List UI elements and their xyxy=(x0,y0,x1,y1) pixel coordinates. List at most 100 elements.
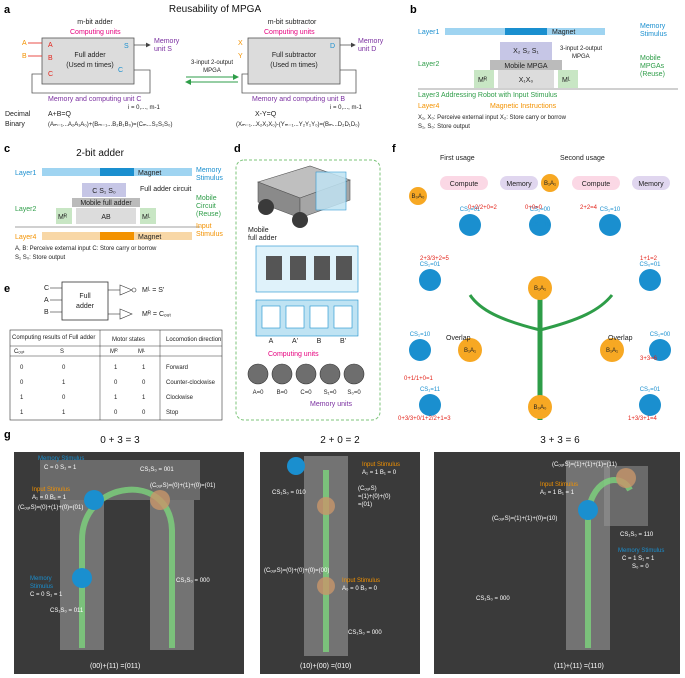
panel-a: a Reusability of MPGA m-bit adder Comput… xyxy=(4,4,384,128)
panel-c: c 2-bit adder Layer1 Magnet Memory Stimu… xyxy=(4,143,223,261)
sub-memory-bottom: Memory and computing unit B xyxy=(252,96,345,103)
d-slot xyxy=(333,305,353,329)
g2-eq1: (CₒᵤₜS) xyxy=(358,486,377,492)
d-mag4 xyxy=(336,256,352,280)
e-fa-box xyxy=(61,281,109,321)
f-red-6: 0+1/1+0=1 xyxy=(404,376,434,382)
d-cube xyxy=(315,171,347,211)
adder-memory2: unit S xyxy=(154,46,172,53)
d-unit-label: S₁=0 xyxy=(324,390,338,396)
g1-inp: Input Stimulus xyxy=(32,487,70,493)
b-memory-stim2: Stimulus xyxy=(640,31,667,38)
g1-memory-disk xyxy=(84,490,104,510)
sub-in-x: X xyxy=(238,40,243,47)
g1-mem2: Memory xyxy=(30,576,52,582)
g3-memory-disk xyxy=(578,500,598,520)
b-magnet xyxy=(505,28,547,35)
g1-inpb: A₁ = 0 B₁ = 1 xyxy=(32,495,67,501)
d-mag3 xyxy=(314,256,330,280)
b-note2: S₁, S₀: Store output xyxy=(418,124,470,130)
sub-decimal: X-Y=Q xyxy=(255,111,277,118)
g1-mem2b: Stimulus xyxy=(30,584,53,590)
panel-a-letter: a xyxy=(4,4,11,16)
adder-port-c: C xyxy=(48,71,53,78)
e-cell: 0 xyxy=(20,380,24,386)
e-cell: 0 xyxy=(114,380,118,386)
f-node-b1a1-center xyxy=(528,276,552,300)
sub-computing-label: Computing units xyxy=(264,29,315,36)
full-adder-box xyxy=(41,37,135,85)
b-mobile-mpga-label: Mobile MPGA xyxy=(504,63,548,70)
g1-mem2c: C = 0 S₁ = 1 xyxy=(30,592,63,598)
c-layer4: Layer4 xyxy=(15,234,37,241)
e-fa-label2: adder xyxy=(76,303,95,310)
d-slot-label: B xyxy=(317,338,322,345)
e-cell: 1 xyxy=(62,380,66,386)
adder-port-a: A xyxy=(48,42,53,49)
adder-index: i = 0,..., m-1 xyxy=(128,105,161,111)
f-first-usage: First usage xyxy=(440,155,475,162)
f-red-1: 0+2/2+0=2 xyxy=(468,205,498,211)
d-wheel-left xyxy=(258,199,274,215)
e-not-gate xyxy=(119,284,133,296)
panel-e-letter: e xyxy=(4,283,10,295)
e-cin: C xyxy=(44,285,49,292)
sub-heading: m-bit subtractor xyxy=(268,19,317,26)
f-memory-circle xyxy=(419,269,441,291)
d-slot xyxy=(261,305,281,329)
d-slot-label: B' xyxy=(340,338,346,345)
e-cell: Stop xyxy=(166,410,179,416)
b-mobile-right: Mobile xyxy=(640,55,661,62)
c-ml-label: Mᴸ xyxy=(142,214,151,221)
f-red-3: 2+3/3+2=5 xyxy=(420,256,450,262)
e-fa-label1: Full xyxy=(79,293,91,300)
f-node-left-label: B₁A₁ xyxy=(464,348,476,354)
f-memory-1-label: Memory xyxy=(506,181,532,188)
c-mobile-fa xyxy=(72,198,140,207)
f-memory-circle xyxy=(529,214,551,236)
e-cell: 0 xyxy=(20,365,24,371)
d-unit-circle xyxy=(247,363,269,385)
b-layer1: Layer1 xyxy=(418,29,440,36)
c-memory2: Stimulus xyxy=(196,175,223,182)
f-node-b0a0-bottom xyxy=(528,395,552,419)
b-ml-label: Mᴸ xyxy=(562,77,571,84)
g2-eq1c: =(01) xyxy=(358,502,372,508)
g1-memory-disk2 xyxy=(72,568,92,588)
full-adder-sub: (Used m times) xyxy=(66,62,113,69)
d-mobile-fa: Mobile xyxy=(248,227,269,234)
f-node-bottom-label: B₀A₀ xyxy=(534,405,547,411)
f-node-b0a0-top-label: B₀A₀ xyxy=(412,194,425,200)
d-wheel-right xyxy=(292,212,308,228)
f-node-b1a1-top xyxy=(541,174,559,192)
c-mr-label: Mᴿ xyxy=(58,214,68,221)
e-cell: Counter-clockwise xyxy=(166,380,216,386)
g3-mem: Memory Stimulus xyxy=(618,548,664,554)
c-mobile: Mobile xyxy=(196,195,217,202)
e-mr-eq: Mᴿ = Cₒᵤₜ xyxy=(142,311,171,318)
b-magnetic: Magnetic Instructions xyxy=(490,103,557,110)
e-cell: 0 xyxy=(142,380,146,386)
g1-cs1: CS₁S₀ = 001 xyxy=(140,467,174,473)
b-note1: X₁, X₀: Perceive external input X₂: Stor… xyxy=(418,115,567,121)
e-header-2: Locomotion direction xyxy=(166,337,221,343)
g1-foot: (00)+(11) =(011) xyxy=(90,663,140,670)
panel-g-letter: g xyxy=(4,429,11,441)
c-title: 2-bit adder xyxy=(76,148,124,159)
c-layer2: Layer2 xyxy=(15,206,37,213)
f-red-2: 2+2=4 xyxy=(580,205,598,211)
f-red-8: 1+3/3+1=4 xyxy=(628,416,658,422)
b-mr xyxy=(474,70,494,88)
f-node-b1a1-top-label: B₁A₁ xyxy=(544,181,556,187)
adder-port-b: B xyxy=(48,55,53,62)
e-sub-cout: Cₒᵤₜ xyxy=(14,349,25,355)
e-cell: 1 xyxy=(142,395,146,401)
f-compute-2-label: Compute xyxy=(582,181,611,188)
b-magnet-label: Magnet xyxy=(552,29,575,36)
sub-binary: (Xₘ₋₁...X₂X₁X₀)-(Yₘ₋₁...Y₂Y₁Y₀)=(Bₘ...D₂… xyxy=(236,122,360,128)
f-blue-label: CS₁=01 xyxy=(640,387,661,393)
c-ab xyxy=(76,208,136,224)
